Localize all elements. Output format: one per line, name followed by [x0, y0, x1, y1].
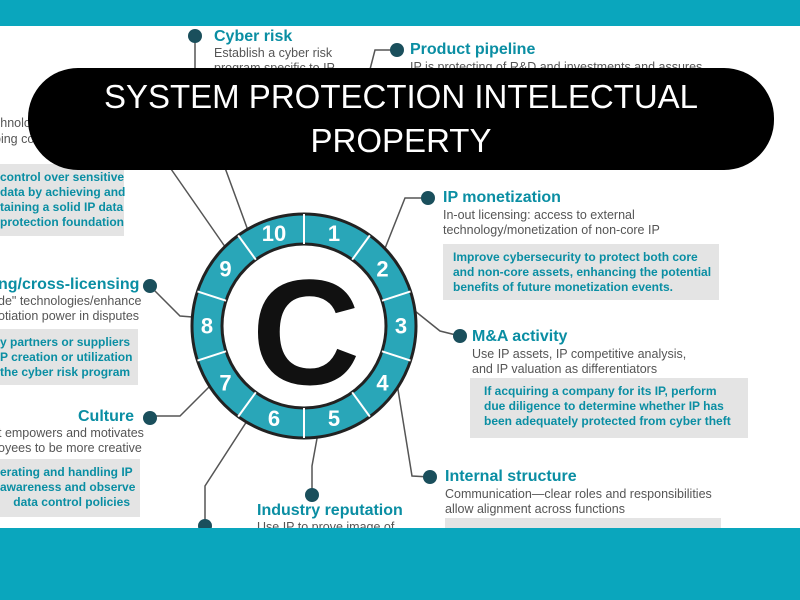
wheel-segment-3: 3 — [395, 314, 407, 339]
box-ma-activity-line3: been adequately protected from cyber the… — [484, 414, 731, 428]
wheel-segment-6: 6 — [268, 406, 280, 431]
connector-bottom-left — [204, 403, 259, 524]
wheel-divider — [197, 290, 227, 302]
heading-industry-reputation: Industry reputation — [257, 502, 403, 519]
text-cyber-risk-1: Establish a cyber risk — [214, 46, 333, 60]
wheel-segment-10: 10 — [262, 221, 286, 246]
text-licensing-1: de" technologies/enhance — [0, 294, 142, 308]
text-ma-activity-2: and IP valuation as differentiators — [472, 362, 658, 376]
wheel-divider — [381, 290, 411, 302]
wheel-divider — [237, 391, 257, 418]
wheel-segment-1: 1 — [328, 221, 340, 246]
box-ip-monetization-line2: and non-core assets, enhancing the poten… — [453, 265, 712, 279]
wheel-segment-4: 4 — [376, 371, 389, 396]
box-licensing-line3: the cyber risk program — [0, 365, 131, 379]
box-data-control-line2: data by achieving and — [0, 185, 126, 199]
dot-culture — [143, 411, 157, 425]
heading-internal-structure: Internal structure — [445, 468, 577, 485]
text-industry-reputation-1: Use IP to prove image of — [257, 520, 395, 528]
top-band — [0, 0, 800, 26]
connector-internal-structure — [394, 370, 431, 478]
box-data-control-line4: protection foundation — [0, 215, 124, 229]
box-licensing-line2: P creation or utilization — [0, 350, 133, 364]
box-data-control-line3: taining a solid IP data — [0, 200, 124, 214]
dot-ip-monetization — [421, 191, 435, 205]
title-banner: SYSTEM PROTECTION INTELECTUAL PROPERTY — [28, 68, 774, 170]
dot-product-pipeline — [390, 43, 404, 57]
wheel-divider — [237, 234, 257, 261]
dot-ma-activity — [453, 329, 467, 343]
dot-licensing — [143, 279, 157, 293]
box-culture: erating and handling IP awareness and ob… — [0, 459, 140, 517]
connector-dots — [143, 29, 467, 528]
box-internal-structure — [445, 518, 721, 528]
heading-licensing: ng/cross-licensing — [0, 276, 140, 293]
title-line-2: PROPERTY — [310, 122, 492, 159]
wheel-segment-2: 2 — [376, 256, 388, 281]
box-licensing: y partners or suppliers P creation or ut… — [0, 329, 138, 385]
heading-product-pipeline: Product pipeline — [410, 41, 536, 58]
dot-bottom-left — [198, 519, 212, 528]
wheel-divider — [351, 234, 371, 261]
copyright-symbol: C — [252, 248, 360, 416]
box-ip-monetization-line3: benefits of future monetization events. — [453, 280, 674, 294]
text-technology-2: ping co — [0, 132, 35, 146]
title-line-1: SYSTEM PROTECTION INTELECTUAL — [103, 78, 699, 115]
text-culture-1: t empowers and motivates — [0, 426, 144, 440]
text-internal-structure-1: Communication—clear roles and responsibi… — [445, 487, 712, 501]
heading-cyber-risk: Cyber risk — [214, 28, 293, 45]
wheel-segment-9: 9 — [219, 256, 231, 281]
text-culture-2: oyees to be more creative — [0, 441, 142, 455]
text-internal-structure-2: allow alignment across functions — [445, 502, 625, 516]
box-ma-activity-line2: due diligence to determine whether IP ha… — [484, 399, 724, 413]
connector-culture — [155, 385, 211, 417]
box-ip-monetization-line1: Improve cybersecurity to protect both co… — [453, 250, 698, 264]
text-licensing-2: otiation power in disputes — [0, 309, 140, 323]
box-ma-activity: If acquiring a company for its IP, perfo… — [470, 378, 748, 438]
box-culture-line2: awareness and observe — [0, 480, 136, 494]
wheel-segment-8: 8 — [201, 314, 213, 339]
box-ip-monetization: Improve cybersecurity to protect both co… — [443, 244, 719, 300]
heading-ip-monetization: IP monetization — [443, 189, 561, 206]
box-data-control: control over sensitive data by achieving… — [0, 164, 126, 236]
wheel-divider — [351, 391, 371, 418]
dot-cyber-risk — [188, 29, 202, 43]
wheel-dividers — [197, 214, 411, 438]
box-data-control-line1: control over sensitive — [0, 170, 125, 184]
box-ma-activity-line1: If acquiring a company for its IP, perfo… — [484, 384, 717, 398]
bottom-band — [0, 528, 800, 600]
heading-culture: Culture — [78, 408, 134, 425]
wheel-divider — [197, 350, 227, 362]
text-ma-activity-1: Use IP assets, IP competitive analysis, — [472, 347, 687, 361]
box-culture-line1: erating and handling IP — [0, 465, 133, 479]
wheel-numbers: 1 2 3 4 5 6 7 8 9 10 — [201, 221, 407, 431]
wheel-segment-5: 5 — [328, 406, 340, 431]
wheel-segment-7: 7 — [219, 371, 231, 396]
text-ip-monetization-1: In-out licensing: access to external — [443, 208, 635, 222]
box-licensing-line1: y partners or suppliers — [0, 335, 131, 349]
heading-ma-activity: M&A activity — [472, 328, 568, 345]
wheel-diagram: 1 2 3 4 5 6 7 8 9 10 C — [143, 29, 467, 528]
dot-industry-reputation — [305, 488, 319, 502]
box-culture-line3: data control policies — [13, 495, 130, 509]
dot-internal-structure — [423, 470, 437, 484]
wheel-divider — [381, 350, 411, 362]
connector-ma-activity — [414, 310, 461, 337]
connector-ip-monetization — [379, 197, 428, 262]
text-ip-monetization-2: technology/monetization of non-core IP — [443, 223, 660, 237]
